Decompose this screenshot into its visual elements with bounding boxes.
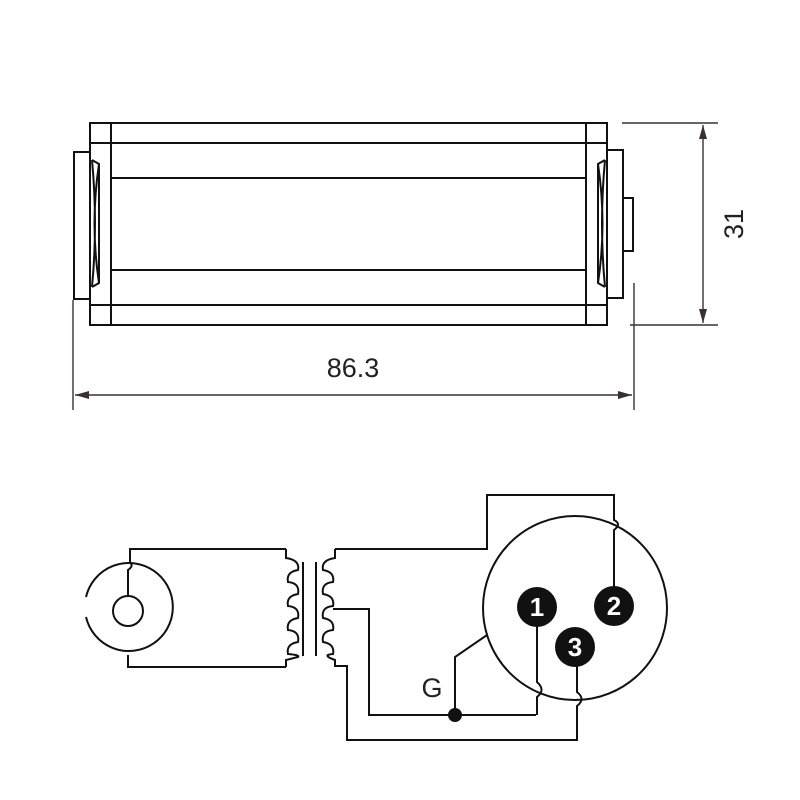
pin-3: 3 xyxy=(555,627,595,667)
dimension-lines: 86.3 31 xyxy=(72,122,749,410)
transformer-symbol xyxy=(285,494,619,741)
pin-1: 1 xyxy=(517,587,557,627)
wiring-schematic: G 1 2 3 xyxy=(85,494,668,741)
left-jack-lens xyxy=(91,159,100,288)
svg-text:2: 2 xyxy=(607,591,621,621)
jack-symbol xyxy=(85,548,286,668)
left-jack-cap xyxy=(73,151,90,300)
xlr-connector-symbol: G 1 2 3 xyxy=(421,515,668,740)
svg-text:3: 3 xyxy=(568,632,582,662)
right-latch xyxy=(622,197,634,252)
ground-junction-dot xyxy=(448,708,462,722)
height-dimension: 31 xyxy=(719,209,749,239)
length-dimension: 86.3 xyxy=(327,353,380,383)
right-xlr-cap xyxy=(607,149,624,299)
svg-text:1: 1 xyxy=(530,592,544,622)
ground-label: G xyxy=(421,673,442,703)
adapter-body-side-view xyxy=(73,122,634,326)
pin-2: 2 xyxy=(594,586,634,626)
